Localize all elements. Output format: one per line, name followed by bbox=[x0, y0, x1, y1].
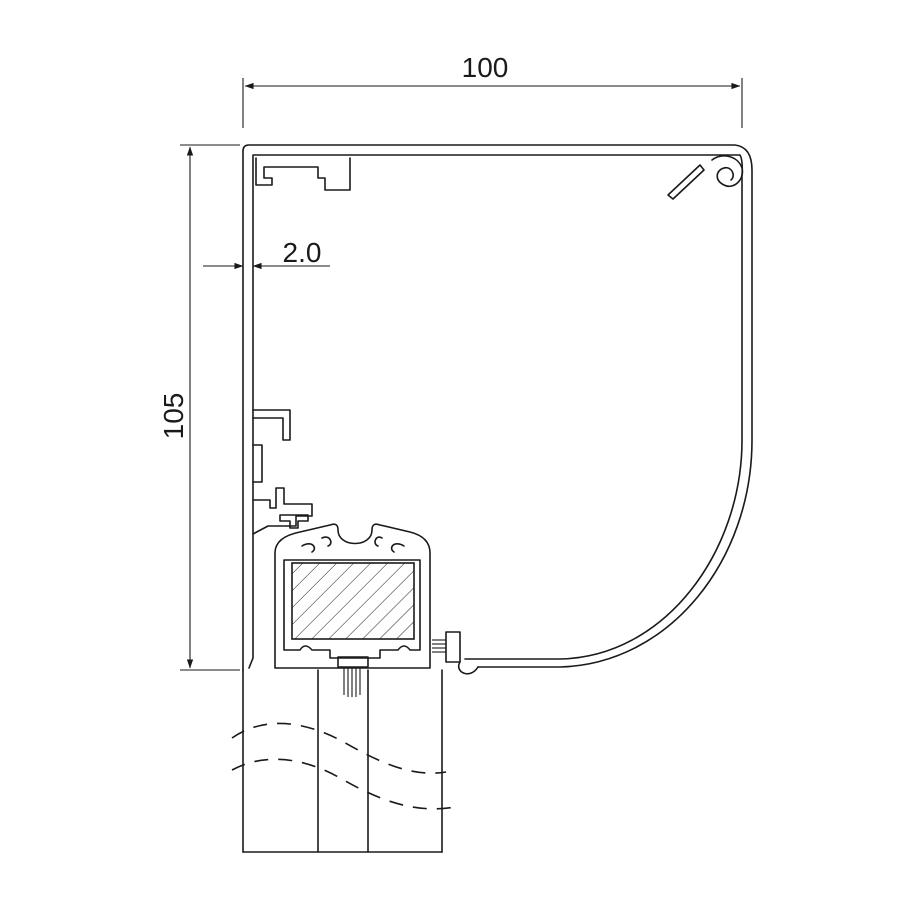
side-clip-upper bbox=[252, 409, 291, 441]
dimension-width: 100 bbox=[242, 52, 743, 128]
bottom-rail bbox=[274, 523, 479, 697]
top-right-lip bbox=[667, 164, 705, 200]
housing-inner-contour bbox=[248, 154, 744, 669]
rail-fin-4 bbox=[390, 543, 405, 553]
break-line-upper bbox=[231, 722, 447, 774]
thickness-label: 2.0 bbox=[283, 237, 322, 268]
width-label: 100 bbox=[462, 52, 509, 83]
side-clip-slot bbox=[252, 444, 263, 483]
end-hook bbox=[457, 661, 479, 675]
housing-profile bbox=[242, 144, 753, 671]
housing-outer-contour bbox=[242, 144, 753, 671]
break-line-lower bbox=[231, 758, 461, 810]
top-channel bbox=[255, 157, 351, 191]
rail-fin-2 bbox=[321, 536, 332, 547]
rail-fin-3 bbox=[374, 536, 383, 547]
rail-fin-1 bbox=[301, 543, 316, 553]
t-clip bbox=[279, 514, 309, 529]
bottom-brush-seal bbox=[337, 656, 369, 697]
side-brush-seal bbox=[432, 631, 479, 675]
rail-inner-chamber bbox=[283, 559, 421, 659]
insulation-block bbox=[291, 562, 415, 640]
rail-outer-shell bbox=[274, 523, 431, 669]
top-right-hook-inner bbox=[723, 166, 734, 181]
frame-below bbox=[231, 669, 461, 853]
dimension-wall-thickness: 2.0 bbox=[203, 237, 330, 270]
height-label: 105 bbox=[158, 393, 189, 440]
dimension-height: 105 bbox=[158, 144, 240, 671]
top-right-hook bbox=[711, 155, 744, 187]
lower-bracket bbox=[252, 487, 313, 535]
